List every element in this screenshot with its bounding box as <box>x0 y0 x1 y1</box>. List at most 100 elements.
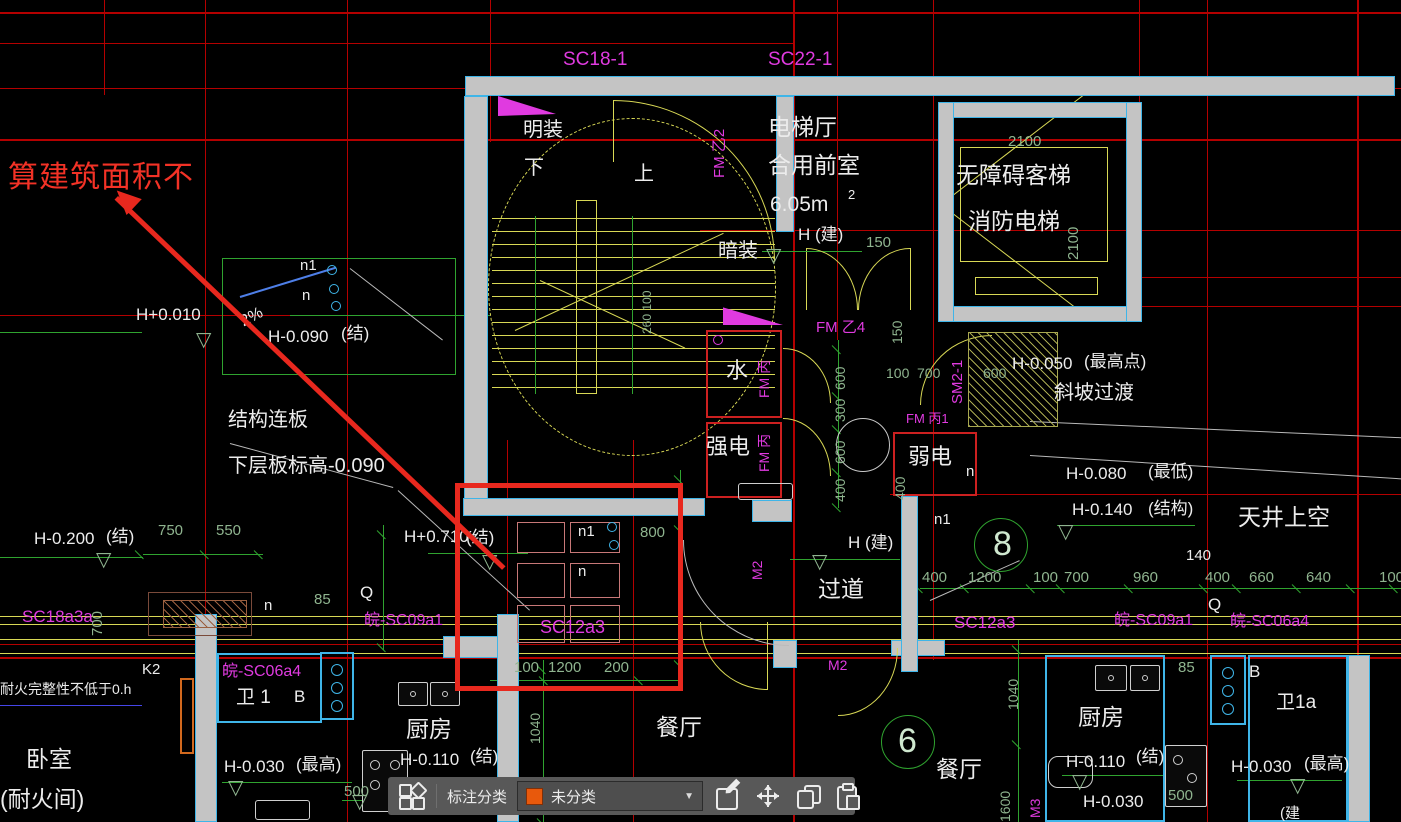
cad-label: 皖-SC09a1 <box>1114 612 1194 629</box>
cad-label: 卫1a <box>1276 692 1317 713</box>
cad-circle <box>974 518 1028 572</box>
cad-line <box>837 0 838 340</box>
cad-label: 300 <box>832 398 848 422</box>
cad-label: 400 <box>892 476 908 500</box>
cad-label: 260 100 <box>640 290 654 334</box>
cad-label: FM 丙 <box>756 359 772 398</box>
toolbar-group-label: 标注分类 <box>447 788 508 806</box>
paste-icon[interactable] <box>833 781 863 811</box>
cad-label: 1040 <box>527 712 543 744</box>
cad-rect <box>706 330 782 418</box>
cad-label: 电梯厅 <box>768 114 837 140</box>
cad-line <box>104 0 105 95</box>
cad-rect <box>706 422 782 498</box>
cad-label: 弱电 <box>908 444 953 469</box>
dropdown-caret-icon: ▼ <box>684 790 695 802</box>
category-dropdown[interactable]: 未分类 ▼ <box>517 781 704 811</box>
cad-rect <box>148 592 252 636</box>
cad-line <box>673 475 683 485</box>
cad-line <box>910 248 911 310</box>
cad-label: 200 <box>604 659 630 676</box>
cad-circle <box>370 760 380 770</box>
cad-circle <box>713 335 723 345</box>
cad-line <box>831 468 841 478</box>
cad-label: H-0.030 <box>224 757 285 776</box>
cad-label: SC18-1 <box>563 49 628 70</box>
cad-line <box>455 258 456 375</box>
grid-square-icon <box>399 797 412 810</box>
cad-rect <box>1048 756 1093 788</box>
cad-label: ▽ <box>1058 521 1074 543</box>
cad-label: n <box>966 463 975 480</box>
cad-label: 700 <box>1064 569 1090 586</box>
cad-line <box>838 340 839 508</box>
edit-icon[interactable] <box>713 781 743 811</box>
cad-label: 天井上空 <box>1238 504 1330 530</box>
cad-label: n1 <box>934 511 951 528</box>
cad-line <box>0 644 1401 645</box>
cad-label: 皖-SC06a4 <box>1230 613 1310 630</box>
cad-circle <box>329 284 339 294</box>
cad-line <box>0 12 1401 14</box>
cad-label: 600 <box>832 366 848 390</box>
cad-circle <box>836 418 890 472</box>
cad-line <box>1140 277 1401 278</box>
cad-label: 85 <box>314 591 331 608</box>
cad-line <box>239 266 336 298</box>
cad-circle <box>881 715 935 769</box>
category-grid-icon[interactable] <box>396 781 428 811</box>
cad-circle <box>331 301 341 311</box>
cad-label: 2100 <box>1008 133 1042 150</box>
cad-line <box>673 525 683 535</box>
cad-label: H+0.010 <box>136 305 201 324</box>
move-icon[interactable] <box>753 781 783 811</box>
cad-label: 6.05m <box>770 193 829 216</box>
cad-rect <box>776 96 794 232</box>
copy-icon[interactable] <box>793 781 823 811</box>
cad-line <box>1207 0 1208 822</box>
cad-circle <box>442 691 448 697</box>
cad-label: 卧室 <box>26 746 72 772</box>
cad-label: FM 乙4 <box>816 319 866 336</box>
annotation-toolbar: 标注分类 未分类 ▼ <box>388 777 861 815</box>
arrow-right-icon <box>774 792 783 800</box>
cad-label: 明装 <box>523 119 563 141</box>
cad-label: 2 <box>848 187 856 202</box>
cad-rect <box>1126 102 1142 322</box>
toolbar-divider <box>436 784 437 808</box>
cad-rect <box>738 483 793 500</box>
cad-rect <box>960 147 1108 262</box>
cad-label: H (建) <box>848 533 894 552</box>
arrow-up-icon <box>764 781 773 790</box>
cad-label: Q <box>1208 595 1222 614</box>
cad-label: 6 <box>898 722 917 760</box>
cad-label: (结构) <box>1148 499 1194 518</box>
cad-circle <box>410 691 416 697</box>
cad-rect <box>465 76 1395 96</box>
cad-label: B <box>1249 662 1261 681</box>
cad-circle <box>1108 675 1114 681</box>
cad-circle <box>607 522 617 532</box>
cad-label: ▽ <box>1072 771 1088 793</box>
cad-line <box>0 639 1401 640</box>
category-color-swatch <box>526 787 544 805</box>
cad-label: H+0.710 <box>404 527 469 546</box>
cad-label: FM 乙2 <box>711 128 728 178</box>
cad-label: B <box>294 687 306 706</box>
cad-label: H-0.030 <box>1083 792 1144 811</box>
cad-rect <box>517 605 565 643</box>
cad-label: H-0.110 <box>400 750 460 769</box>
cad-label: 700 <box>917 365 941 381</box>
cad-line <box>222 782 352 783</box>
cad-label: Q <box>360 583 374 602</box>
cad-label: 1600 <box>997 790 1013 822</box>
cad-label: 100 <box>1379 569 1401 586</box>
cad-circle <box>1222 685 1234 697</box>
cad-label: H-0.200 <box>34 529 95 548</box>
move-bar-icon <box>767 785 770 807</box>
cad-circle <box>1222 703 1234 715</box>
cad-label: (结) <box>106 527 135 546</box>
cad-circle <box>1173 755 1183 765</box>
cad-label: 皖-SC09a1 <box>364 612 444 629</box>
cad-rect <box>195 614 217 822</box>
